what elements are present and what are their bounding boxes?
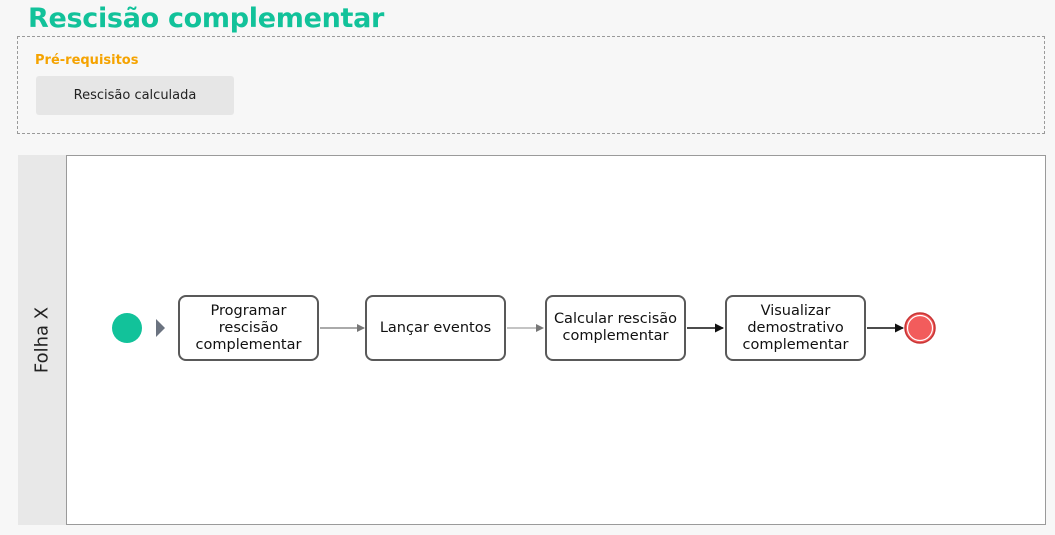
page-title: Rescisão complementar [28,3,385,34]
task-lancar-eventos[interactable]: Lançar eventos [365,295,506,361]
prerequisites-label: Pré-requisitos [35,53,139,68]
task-programar-rescisao-complementar[interactable]: Programar rescisão complementar [178,295,319,361]
start-event[interactable] [112,313,142,343]
prerequisites-panel: Pré-requisitos Rescisão calculada [17,36,1045,134]
prerequisite-item-rescisao-calculada[interactable]: Rescisão calculada [36,76,234,115]
task-visualizar-demostrativo-complementar[interactable]: Visualizar demostrativo complementar [725,295,866,361]
end-event-ring [906,314,934,342]
start-chevron-icon [156,319,165,337]
task-calcular-rescisao-complementar[interactable]: Calcular rescisão complementar [545,295,686,361]
end-event[interactable] [904,312,936,344]
process-pool: Folha X [18,155,1046,525]
lane-header: Folha X [18,155,66,525]
